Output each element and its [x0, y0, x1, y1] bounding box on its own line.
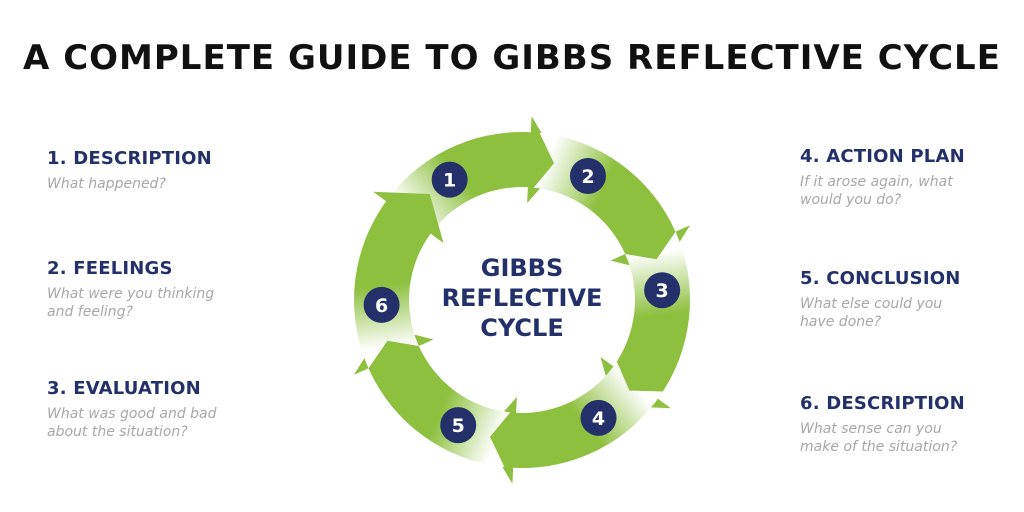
- step-badge-4: [580, 399, 617, 436]
- step-caption: What else could you have done?: [800, 296, 943, 330]
- step-caption: What happened?: [47, 176, 166, 192]
- step-caption: What sense can you make of the situation…: [800, 421, 958, 455]
- cycle-arrow-6: [354, 191, 444, 369]
- step-heading: 4. ACTION PLAN: [800, 146, 965, 167]
- center-title-line2: REFLECTIVE: [442, 284, 603, 312]
- step-sense-making-block: 6. DESCRIPTION What sense can you make o…: [800, 393, 1020, 456]
- step-heading: 5. CONCLUSION: [800, 268, 961, 289]
- step-badge-3: [644, 272, 681, 309]
- step-badge-number: 1: [443, 170, 456, 192]
- step-badge-6: [363, 286, 400, 323]
- cycle-badges: 1 2 3 4 5 6: [363, 157, 681, 444]
- step-caption: What were you thinking and feeling?: [47, 286, 215, 320]
- center-title-line1: GIBBS: [481, 254, 564, 282]
- step-badge-number: 5: [452, 415, 465, 437]
- step-evaluation-block: 3. EVALUATION What was good and bad abou…: [47, 378, 267, 441]
- step-caption: If it arose again, what would you do?: [800, 174, 953, 208]
- step-badge-2: [569, 157, 606, 194]
- step-badge-number: 4: [592, 408, 605, 430]
- step-badge-number: 3: [656, 280, 669, 302]
- step-badge-1: [431, 161, 468, 198]
- page-title: A COMPLETE GUIDE TO GIBBS REFLECTIVE CYC…: [23, 38, 1001, 78]
- step-description-block: 1. DESCRIPTION What happened?: [47, 148, 267, 193]
- step-heading: 6. DESCRIPTION: [800, 393, 965, 414]
- cycle-arrow-4: [483, 361, 663, 484]
- step-badge-5: [440, 407, 477, 444]
- step-heading: 1. DESCRIPTION: [47, 148, 212, 169]
- step-badge-number: 2: [581, 166, 594, 188]
- step-heading: 3. EVALUATION: [47, 378, 201, 399]
- step-badge-number: 6: [375, 295, 388, 317]
- step-conclusion-block: 5. CONCLUSION What else could you have d…: [800, 268, 1020, 331]
- step-caption: What was good and bad about the situatio…: [47, 406, 217, 440]
- step-heading: 2. FEELINGS: [47, 258, 173, 279]
- center-title-line3: CYCLE: [480, 314, 563, 342]
- step-action-plan-block: 4. ACTION PLAN If it arose again, what w…: [800, 146, 1020, 209]
- step-feelings-block: 2. FEELINGS What were you thinking and f…: [47, 258, 267, 321]
